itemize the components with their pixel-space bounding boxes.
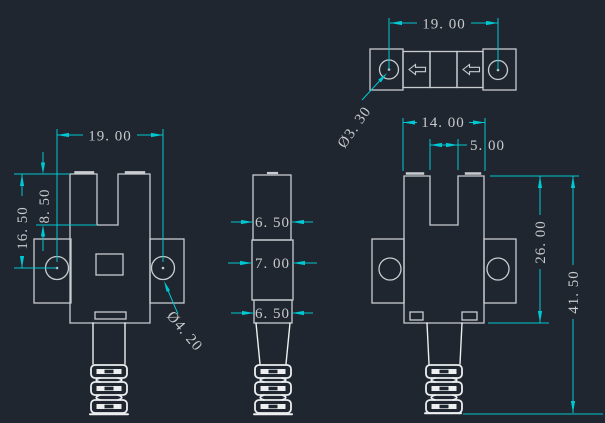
right-left-ear: [371, 238, 405, 304]
arrowhead: [19, 174, 25, 186]
dim-side-bottom-width: 6. 50: [255, 306, 290, 322]
arrowhead: [430, 142, 442, 148]
front-pin-assembly: [89, 322, 129, 416]
right-right-hole: [486, 257, 510, 281]
right-terminal-slot: [461, 311, 478, 321]
dimension-line-layer: [14, 18, 603, 415]
arrowhead: [293, 260, 305, 266]
dim-right-body-width: 14. 00: [421, 115, 465, 131]
geometry-layer: [33, 48, 517, 324]
arrowhead: [292, 219, 304, 225]
front-bottom-slot: [94, 311, 127, 320]
pin-layer: [89, 322, 463, 416]
side-bottom-section: [253, 299, 293, 324]
right-left-hole: [378, 257, 402, 281]
dimension-arrowheads: [19, 20, 576, 413]
arrowhead: [164, 281, 170, 292]
right-view-geometry: [371, 172, 517, 324]
dim-front-hole-spacing: 19. 00: [88, 129, 132, 145]
dim-right-overall-height: 41. 50: [566, 270, 582, 314]
right-pin-assembly: [424, 322, 463, 415]
right-right-ear: [483, 238, 517, 304]
dim-front-hole-center-depth: 16. 50: [15, 206, 31, 250]
arrowhead: [151, 132, 163, 138]
dim-side-middle-width: 7. 00: [255, 256, 290, 272]
hole-center-dot: [161, 266, 165, 270]
side-pin-assembly: [253, 322, 293, 416]
arrowhead: [486, 20, 498, 26]
top-detector-cell: [456, 50, 484, 89]
front-left-ear: [33, 238, 72, 304]
arrowhead: [403, 120, 415, 125]
arrowhead: [57, 132, 69, 138]
arrowhead: [537, 176, 543, 188]
right-terminal-slot: [409, 311, 424, 321]
arrowhead: [240, 260, 252, 266]
arrowhead: [570, 401, 576, 413]
dim-right-body-height: 26. 00: [533, 220, 549, 264]
dim-top-hole-spacing: 19. 00: [422, 17, 466, 33]
arrowhead: [40, 225, 46, 237]
front-view-geometry: [33, 171, 185, 324]
arrowhead: [19, 256, 25, 268]
arrowhead: [473, 120, 485, 125]
front-right-ear: [149, 238, 185, 304]
side-view-geometry: [251, 171, 294, 324]
arrowhead: [378, 73, 387, 83]
left-arrow-icon: [462, 63, 481, 76]
arrowhead: [292, 310, 304, 316]
arrowhead: [242, 310, 254, 316]
dim-right-slot-width: 5. 00: [470, 138, 505, 154]
dia-3-30-leader-line: [361, 80, 380, 101]
arrowhead: [446, 142, 458, 148]
dia-4-20-leader-line: [167, 290, 179, 315]
front-window: [95, 253, 124, 276]
arrowhead: [570, 176, 576, 188]
dim-side-top-width: 6. 50: [255, 215, 290, 231]
text-halos: [83, 15, 582, 319]
dim-front-slot-depth: 8. 50: [37, 189, 53, 224]
arrowhead: [390, 20, 402, 26]
arrowhead: [537, 311, 543, 323]
arrowhead: [40, 162, 46, 174]
left-arrow-icon: [408, 63, 427, 76]
arrowhead: [241, 219, 253, 225]
